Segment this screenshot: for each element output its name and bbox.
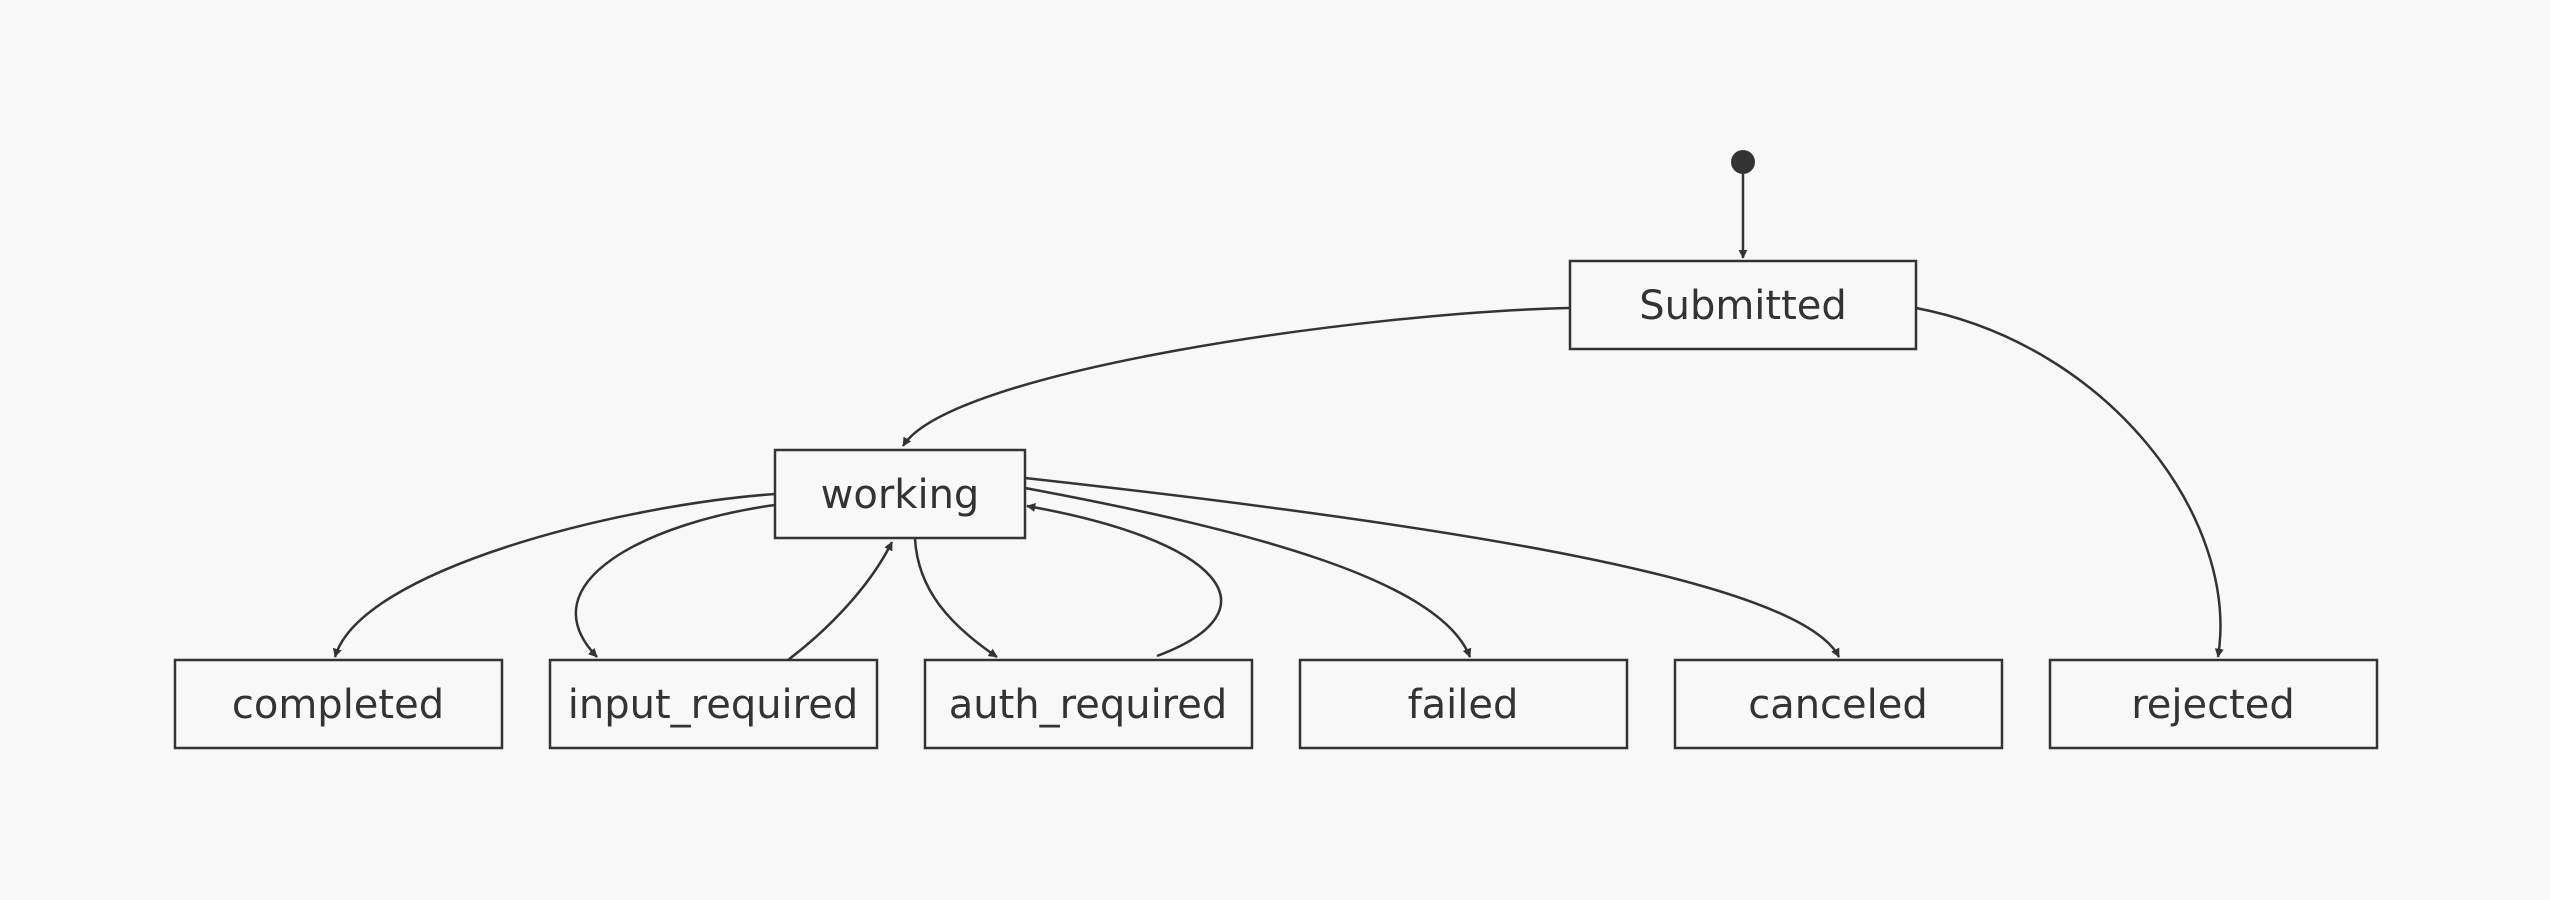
state-auth-required: auth_required bbox=[923, 658, 1254, 750]
transition-auth-required-working bbox=[1026, 503, 1223, 658]
transitions bbox=[332, 174, 2224, 661]
transition-working-canceled bbox=[1024, 476, 1841, 658]
transition-input-required-working bbox=[787, 541, 894, 661]
initial-state-dot bbox=[1731, 150, 1755, 174]
state-label: rejected bbox=[2131, 682, 2295, 728]
transition-working-auth-required bbox=[913, 538, 998, 659]
state-failed: failed bbox=[1298, 658, 1629, 750]
transition-working-input-required bbox=[574, 503, 776, 658]
state-working: working bbox=[773, 448, 1027, 540]
state-canceled: canceled bbox=[1673, 658, 2004, 750]
state-label: Submitted bbox=[1639, 283, 1847, 329]
state-rejected: rejected bbox=[2048, 658, 2379, 750]
state-label: completed bbox=[232, 682, 444, 728]
state-label: working bbox=[821, 472, 980, 518]
state-input-required: input_required bbox=[548, 658, 879, 750]
transition-submitted-working bbox=[901, 306, 1571, 447]
state-label: failed bbox=[1408, 682, 1519, 728]
state-label: canceled bbox=[1748, 682, 1928, 728]
transition-working-completed bbox=[332, 492, 776, 658]
state-label: input_required bbox=[568, 682, 859, 728]
transition-submitted-rejected bbox=[1915, 306, 2224, 658]
state-label: auth_required bbox=[949, 682, 1228, 728]
state-submitted: Submitted bbox=[1568, 259, 1918, 351]
state-completed: completed bbox=[173, 658, 504, 750]
transition-working-failed bbox=[1024, 486, 1472, 658]
